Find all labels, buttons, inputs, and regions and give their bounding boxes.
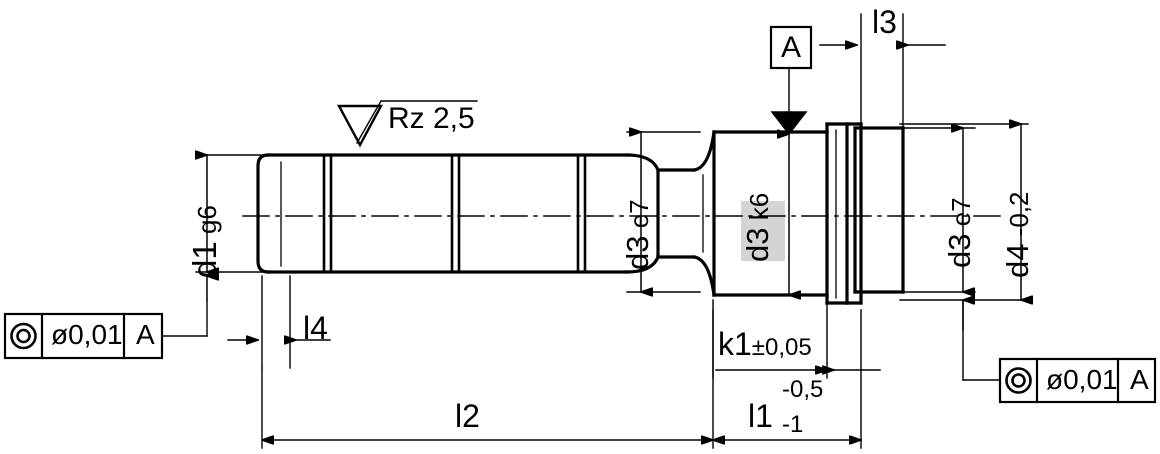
outline-fillet-up-collar xyxy=(692,130,716,172)
dim-label-d4-tol: -0,2 xyxy=(1004,191,1034,237)
surface-finish-leader xyxy=(356,100,382,144)
outline-left-end-rounded xyxy=(256,153,270,274)
dim-label-l4: l4 xyxy=(303,310,328,346)
feature-control-frame-right[interactable] xyxy=(998,357,1157,404)
dim-label-d3-left: d3 e7 xyxy=(620,199,655,270)
dim-label-l3: l3 xyxy=(872,4,897,40)
dim-label-l2: l2 xyxy=(455,398,480,434)
outline-fillet-down-collar xyxy=(692,255,716,297)
dim-label-d3-k6: d3 k6 xyxy=(740,192,775,262)
fcf-right-tolerance: ø0,01 xyxy=(1046,364,1118,395)
dim-label-k1-tol: ±0,05 xyxy=(751,334,812,361)
dim-label-d1: d1 g6 xyxy=(186,205,223,278)
dim-label-k1-name: k1 xyxy=(718,326,752,362)
dim-label-l1: l1 xyxy=(748,398,773,434)
dim-label-d3-left-tol: e7 xyxy=(624,199,654,229)
datum-a-box[interactable] xyxy=(769,25,813,70)
dim-label-d4-name: d4 xyxy=(1000,243,1035,278)
surface-finish-icon xyxy=(336,104,384,148)
dim-label-d3-right-tol: e7 xyxy=(946,197,976,227)
fcf-right-datum: A xyxy=(1130,364,1149,395)
dim-label-d3-right-name: d3 xyxy=(942,233,977,268)
surface-finish-label: Rz 2,5 xyxy=(388,102,475,135)
datum-a-label: A xyxy=(781,31,802,64)
fcf-left-datum: A xyxy=(136,319,155,350)
datum-triangle-icon xyxy=(770,111,808,136)
dim-label-d3-right: d3 e7 xyxy=(942,197,977,268)
dim-label-d3-left-name: d3 xyxy=(620,235,655,270)
dim-label-k1: k1±0,05 xyxy=(718,328,812,360)
dim-label-d3-k6-name: d3 xyxy=(740,227,775,262)
fcf-left-tolerance: ø0,01 xyxy=(51,319,123,350)
dim-label-d4: d4 -0,2 xyxy=(1000,191,1035,278)
dim-label-d3-k6-tol: k6 xyxy=(744,192,774,221)
dim-label-d1-tol: g6 xyxy=(192,205,222,235)
dim-label-d1-name: d1 xyxy=(186,241,223,278)
dim-label-l1-tol-upper: -0,5 xyxy=(782,376,824,403)
dim-label-l1-tol-lower: -1 xyxy=(782,411,804,438)
feature-control-frame-left[interactable] xyxy=(3,312,164,360)
